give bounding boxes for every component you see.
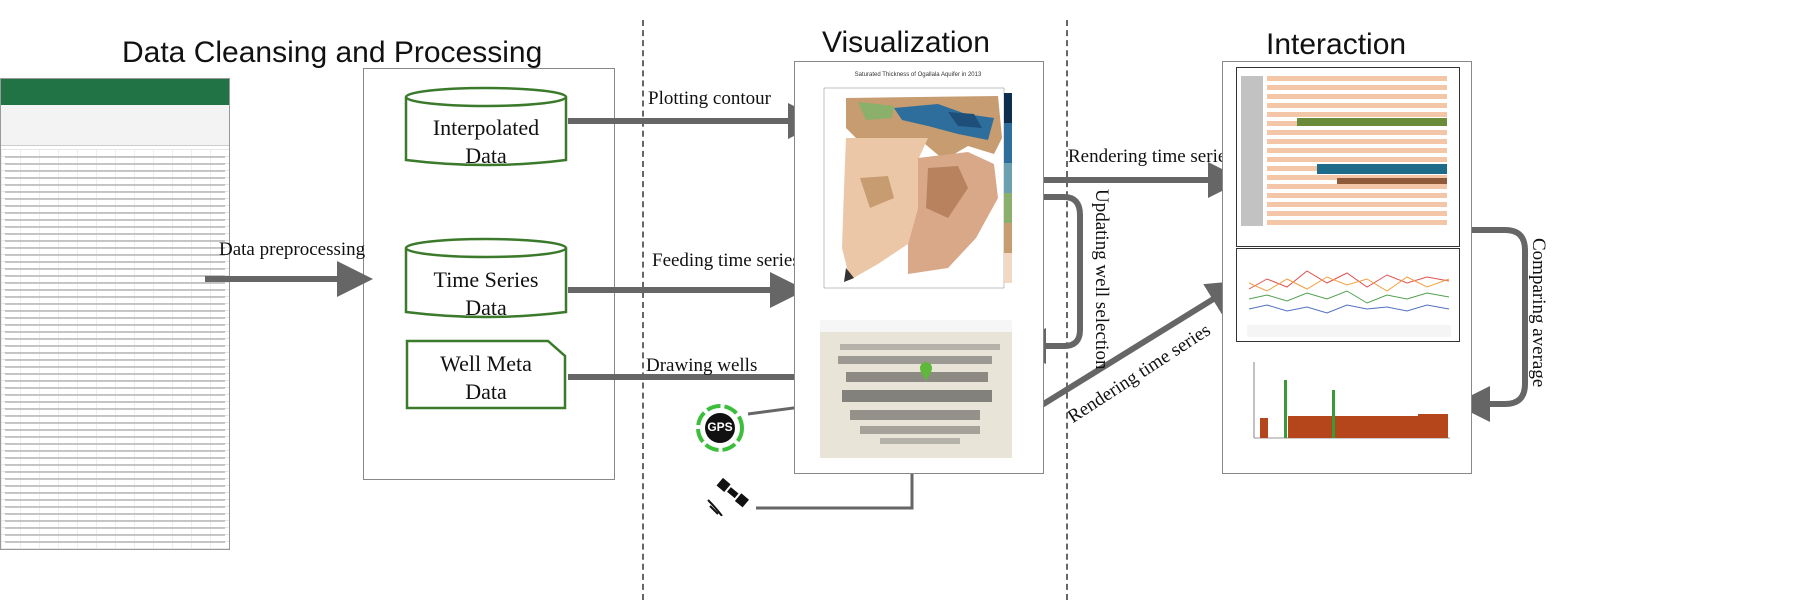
arrow-rendering-time-series-2 [1014,280,1244,424]
interpolated-data-line1: Interpolated [432,115,540,140]
contour-map: Saturated Thickness of Ogallala Aquifer … [798,68,1038,293]
section-title-visualization: Visualization [822,26,990,59]
edge-label-updating-well-selection: Updating well selection [1091,189,1112,370]
timeseries-data-label: Time Series Data [406,266,566,322]
linechart-svg [1247,270,1451,337]
timeseries-data-line1: Time Series [433,267,539,292]
interpolated-data-cylinder [404,86,568,167]
edge-label-comparing-average: Comparing average [1528,238,1549,388]
timeline-panel [1236,67,1460,247]
wellmeta-document-shape [405,339,567,410]
edge-label-drawing-wells: Drawing wells [646,355,758,376]
edge-label-rendering-time-series-1: Rendering time series [1068,146,1234,167]
well-map-svg [820,320,1012,458]
edge-label-plotting-contour: Plotting contour [648,88,771,109]
contour-map-title: Saturated Thickness of Ogallala Aquifer … [854,72,982,78]
spreadsheet-rows [5,153,225,545]
interpolated-data-line2: Data [465,143,507,168]
average-chart-panel [1236,356,1458,456]
arrow-updating-well-selection [1010,194,1083,364]
wellmeta-data-line1: Well Meta [440,351,532,376]
wellmeta-data-line2: Data [465,379,507,404]
arrow-comparing-average [1454,227,1528,422]
linechart-panel [1236,248,1460,342]
contour-map-svg [823,87,1012,289]
arrow-satellite [756,453,921,510]
edge-label-feeding-time-series: Feeding time series [652,250,800,271]
timeseries-data-cylinder [404,237,568,319]
well-map[interactable] [820,320,1012,458]
spreadsheet-toolbar [1,105,229,146]
location-pin-icon [920,362,932,382]
spreadsheet-thumbnail [0,78,230,550]
timeline-svg [1241,76,1447,226]
edge-label-data-preprocessing: Data preprocessing [219,239,366,260]
section-title-processing: Data Cleansing and Processing [122,36,543,69]
interpolated-data-label: Interpolated Data [406,114,566,170]
divider-left [642,20,644,600]
satellite-icon [706,470,754,517]
wellmeta-data-label: Well Meta Data [407,350,565,406]
spreadsheet-ribbon [1,79,229,105]
average-chart-svg [1253,362,1450,439]
gps-icon: GPS [696,404,744,452]
gps-label: GPS [707,420,733,434]
section-title-interaction: Interaction [1266,28,1407,61]
timeseries-data-line2: Data [465,295,507,320]
divider-right [1066,20,1068,600]
